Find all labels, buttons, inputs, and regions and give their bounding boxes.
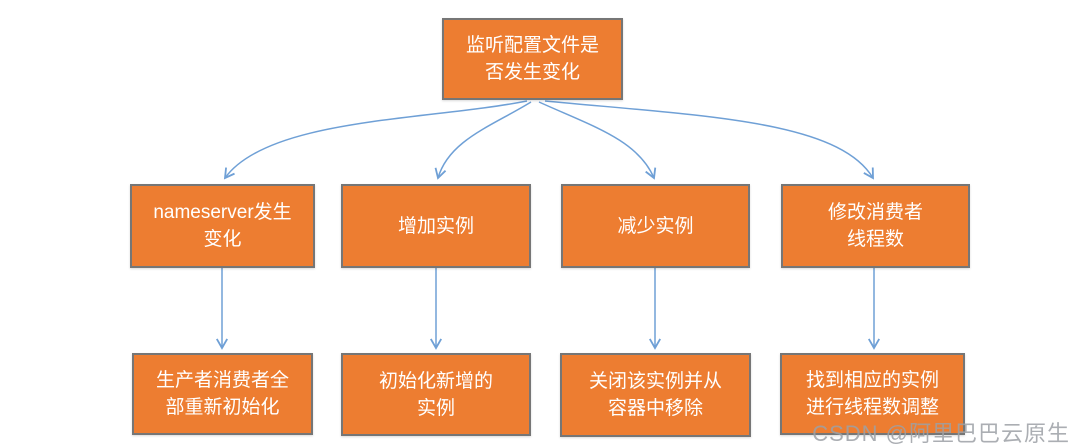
node-config-change-label: 监听配置文件是 否发生变化 [465, 35, 599, 83]
node-init-new-instance: 初始化新增的 实例 [341, 353, 531, 436]
node-config-change: 监听配置文件是 否发生变化 [442, 18, 623, 100]
node-nameserver-change-label: nameserver发生 变化 [153, 202, 292, 250]
node-nameserver-change: nameserver发生 变化 [130, 184, 315, 268]
node-close-and-remove: 关闭该实例并从 容器中移除 [560, 353, 751, 437]
node-reinit-all-label: 生产者消费者全 部重新初始化 [155, 370, 289, 418]
arrow-root-to-branch-4 [544, 100, 874, 180]
node-remove-instance: 减少实例 [561, 184, 750, 268]
node-init-new-instance-label: 初始化新增的 实例 [378, 370, 493, 419]
arrow-root-to-branch-2 [434, 101, 532, 180]
node-add-instance: 增加实例 [341, 184, 531, 268]
node-remove-instance-label: 减少实例 [617, 215, 694, 237]
node-modify-consumer-threads-label: 修改消费者 线程数 [827, 202, 923, 250]
node-modify-consumer-threads: 修改消费者 线程数 [781, 184, 970, 268]
node-add-instance-label: 增加实例 [397, 215, 474, 237]
node-adjust-threads-label: 找到相应的实例 进行线程数调整 [805, 370, 939, 418]
arrow-root-to-branch-3 [538, 101, 657, 180]
node-adjust-threads: 找到相应的实例 进行线程数调整 [780, 353, 965, 435]
node-reinit-all: 生产者消费者全 部重新初始化 [132, 353, 313, 435]
node-close-and-remove-label: 关闭该实例并从 容器中移除 [588, 371, 722, 419]
arrow-root-to-branch-1 [223, 100, 528, 180]
csdn-watermark: CSDN @阿里巴巴云原生 [812, 421, 1070, 446]
